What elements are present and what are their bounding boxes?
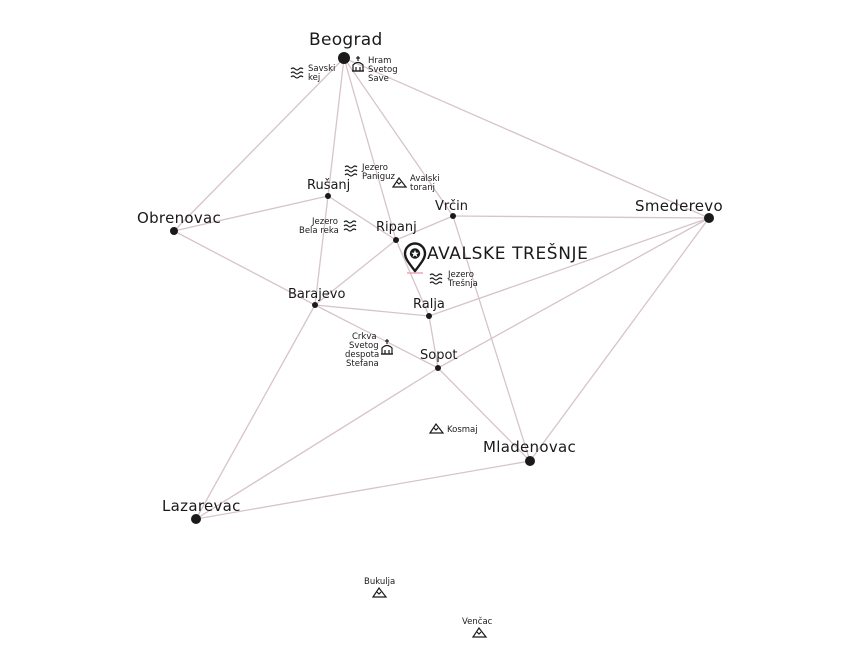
poi-label: Kosmaj [447, 425, 478, 435]
city-label-vrcin: Vrčin [435, 199, 468, 214]
city-label-ralja: Ralja [413, 297, 445, 312]
city-dot-vrcin[interactable] [450, 213, 456, 219]
lake-icon [344, 165, 358, 177]
road-beograd-smederevo [343, 57, 710, 219]
road-network [173, 57, 710, 520]
poi-label-line: Save [368, 74, 389, 84]
poi-label-line: Jezero [311, 217, 338, 227]
mountain-icon [428, 422, 445, 434]
poi-crkva-svetog-despota-stefana[interactable]: Crkva Svetog despota Stefana [345, 332, 393, 369]
city-label-obrenovac: Obrenovac [137, 209, 221, 227]
road-barajevo-ralja [314, 304, 430, 317]
city-dot-lazarevac[interactable] [191, 514, 201, 524]
poi-label-line: Bela reka [299, 226, 339, 236]
poi-label-line: Savski [308, 64, 335, 74]
city-labels: Beograd Obrenovac Smederevo Mladenovac L… [137, 30, 723, 515]
poi-jezero-bela-reka[interactable]: Jezero Bela reka [299, 217, 357, 236]
road-ripanj-barajevo [314, 239, 397, 306]
road-ripanj-vrcin [395, 215, 454, 241]
road-beograd-rusanj [327, 57, 345, 197]
road-smederevo-sopot [437, 217, 710, 369]
city-label-rusanj: Rušanj [307, 178, 350, 193]
brand-label: AVALSKE TREŠNJE [427, 242, 588, 264]
city-dot-mladenovac[interactable] [525, 456, 535, 466]
road-rusanj-barajevo [314, 195, 329, 306]
poi-label-line: Crkva [352, 332, 377, 342]
church-icon [352, 56, 364, 72]
poi-label-line: kej [308, 73, 320, 83]
poi-vencac[interactable]: Venčac [462, 616, 493, 638]
poi-hram-svetog-save[interactable]: Hram Svetog Save [352, 56, 398, 84]
city-dot-sopot[interactable] [435, 365, 441, 371]
poi-label-line: toranj [410, 183, 435, 193]
poi-label-line: Jezero [447, 270, 474, 280]
road-lazarevac-mladenovac [195, 460, 531, 520]
city-label-sopot: Sopot [420, 348, 458, 363]
road-ralja-sopot [428, 315, 439, 369]
city-dot-rusanj[interactable] [325, 193, 331, 199]
city-dot-ripanj[interactable] [393, 237, 399, 243]
city-label-ripanj: Ripanj [376, 220, 417, 235]
poi-label-line: Svetog [368, 65, 398, 75]
road-sopot-mladenovac [437, 367, 531, 462]
poi-label-line: Stefana [346, 359, 379, 369]
city-dot-barajevo[interactable] [312, 302, 318, 308]
city-label-barajevo: Barajevo [288, 287, 345, 302]
mountain-icon [391, 176, 408, 188]
road-beograd-vrcin [343, 57, 454, 217]
city-label-lazarevac: Lazarevac [162, 497, 241, 515]
road-beograd-obrenovac [173, 57, 345, 232]
church-icon [381, 339, 393, 355]
poi-label-line: Jezero [361, 163, 388, 173]
poi-bukulja[interactable]: Bukulja [364, 577, 395, 598]
road-beograd-ripanj [343, 57, 397, 241]
city-dot-smederevo[interactable] [704, 213, 714, 223]
road-vrcin-smederevo [452, 215, 710, 219]
poi-avalski-toranj[interactable]: Avalski toranj [391, 174, 440, 193]
lake-icon [343, 220, 357, 232]
poi-label: Venčac [462, 616, 493, 627]
poi-label-line: Svetog [349, 341, 379, 351]
poi-label-line: Trešnja [447, 278, 478, 289]
poi-jezero-paniguz[interactable]: Jezero Paniguz [344, 163, 395, 182]
city-label-smederevo: Smederevo [635, 197, 723, 215]
city-label-mladenovac: Mladenovac [483, 438, 576, 456]
road-barajevo-lazarevac [195, 304, 316, 520]
poi-label-line: Hram [368, 56, 391, 66]
map-pin-icon [403, 242, 427, 273]
lake-icon [290, 67, 304, 79]
road-barajevo-sopot [314, 304, 439, 369]
city-markers [170, 52, 714, 524]
poi-savski-kej[interactable]: Savski kej [290, 64, 335, 83]
city-label-beograd: Beograd [309, 30, 383, 50]
road-smederevo-mladenovac [529, 217, 710, 462]
poi-label-line: Paniguz [362, 172, 395, 182]
road-obrenovac-rusanj [173, 195, 329, 232]
mountain-icon [471, 626, 488, 638]
road-rusanj-ripanj [327, 195, 397, 241]
poi-label-line: Avalski [410, 174, 440, 184]
road-smederevo-ralja [428, 217, 710, 317]
city-dot-obrenovac[interactable] [170, 227, 178, 235]
city-dot-ralja[interactable] [426, 313, 432, 319]
brand-marker[interactable]: AVALSKE TREŠNJE [403, 242, 588, 274]
city-dot-beograd[interactable] [338, 52, 350, 64]
road-ripanj-ralja [395, 239, 430, 317]
mountain-icon [371, 586, 388, 598]
poi-jezero-tresnja[interactable]: Jezero Trešnja [429, 270, 478, 289]
lake-icon [429, 273, 443, 285]
poi-label: Bukulja [364, 577, 395, 587]
road-obrenovac-barajevo [173, 230, 316, 306]
road-sopot-lazarevac [195, 367, 439, 520]
poi-label-line: despota [345, 350, 379, 360]
poi-kosmaj[interactable]: Kosmaj [428, 422, 478, 435]
